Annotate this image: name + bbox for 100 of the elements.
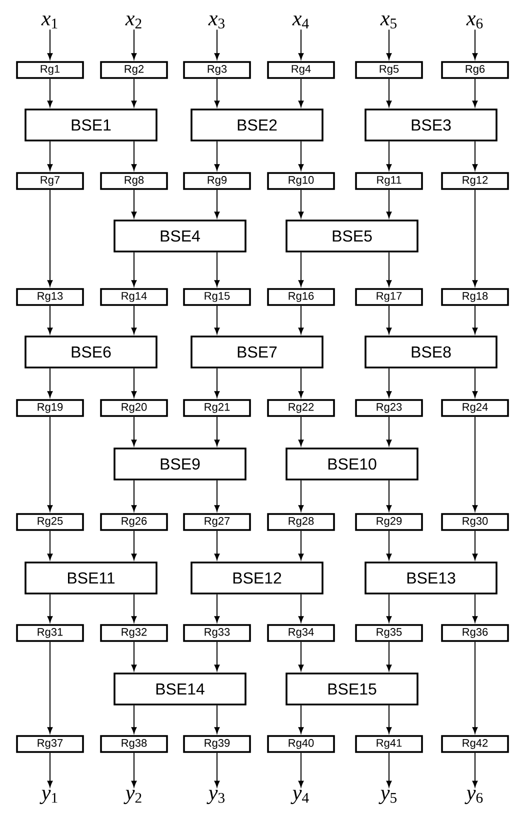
bse-block: BSE10 (286, 448, 418, 480)
arrow (298, 368, 304, 398)
arrow (472, 140, 478, 171)
register-box: Rg1 (16, 61, 84, 79)
arrow (214, 594, 220, 623)
arrow (214, 78, 220, 108)
register-box: Rg5 (355, 61, 423, 79)
arrow (131, 641, 137, 672)
register-box: Rg40 (267, 735, 335, 753)
input-label: x$_{2}$ (125, 16, 142, 28)
arrow (386, 530, 392, 560)
arrow (47, 368, 53, 398)
arrow (472, 78, 478, 108)
register-box: Rg7 (16, 172, 84, 190)
arrow (214, 29, 220, 60)
arrow (298, 704, 304, 734)
register-box: Rg24 (441, 399, 509, 417)
arrow (131, 29, 137, 60)
arrow (131, 189, 137, 218)
arrow (386, 252, 392, 287)
arrow (214, 305, 220, 334)
arrow (386, 704, 392, 734)
arrow (131, 594, 137, 623)
bse-block: BSE5 (286, 220, 418, 252)
arrow (214, 752, 220, 788)
arrow (472, 594, 478, 623)
arrow (298, 78, 304, 108)
bse-block: BSE6 (24, 336, 158, 368)
register-box: Rg30 (441, 513, 509, 531)
register-box: Rg38 (100, 735, 168, 753)
output-label: y$_{1}$ (40, 790, 58, 804)
register-box: Rg41 (355, 735, 423, 753)
register-box: Rg4 (267, 61, 335, 79)
bse-block: BSE12 (190, 562, 324, 594)
arrow (298, 140, 304, 171)
register-box: Rg9 (183, 172, 251, 190)
output-label: y$_{6}$ (464, 790, 483, 804)
arrow (386, 140, 392, 171)
register-box: Rg8 (100, 172, 168, 190)
output-label: y$_{3}$ (206, 790, 225, 804)
arrow (386, 641, 392, 672)
register-box: Rg23 (355, 399, 423, 417)
register-box: Rg20 (100, 399, 168, 417)
arrow (131, 252, 137, 287)
register-box: Rg2 (100, 61, 168, 79)
bse-block: BSE13 (364, 562, 498, 594)
register-box: Rg6 (441, 61, 509, 79)
register-box: Rg33 (183, 624, 251, 642)
bse-block: BSE2 (190, 108, 324, 142)
bse-block: BSE14 (114, 672, 246, 706)
register-box: Rg29 (355, 513, 423, 531)
arrow (386, 480, 392, 512)
arrow (214, 140, 220, 171)
arrow (47, 78, 53, 108)
arrow (472, 641, 478, 734)
input-label: x$_{6}$ (466, 16, 483, 28)
register-box: Rg34 (267, 624, 335, 642)
arrow (472, 416, 478, 512)
arrow (298, 641, 304, 672)
arrow (386, 752, 392, 788)
register-box: Rg28 (267, 513, 335, 531)
input-label: x$_{4}$ (292, 16, 309, 28)
arrow (47, 641, 53, 734)
register-box: Rg26 (100, 513, 168, 531)
register-box: Rg19 (16, 399, 84, 417)
arrow (472, 752, 478, 788)
arrow (131, 704, 137, 734)
bse-block: BSE11 (24, 562, 158, 594)
input-label: x$_{3}$ (208, 16, 225, 28)
arrow (131, 752, 137, 788)
input-label: x$_{5}$ (380, 16, 397, 28)
register-box: Rg3 (183, 61, 251, 79)
bse-block: BSE3 (364, 108, 498, 142)
register-box: Rg18 (441, 288, 509, 306)
arrow (472, 368, 478, 398)
arrow (386, 78, 392, 108)
arrow (298, 530, 304, 560)
register-box: Rg36 (441, 624, 509, 642)
output-label: y$_{4}$ (290, 790, 309, 804)
arrow (131, 78, 137, 108)
arrow (214, 252, 220, 287)
bse-block: BSE1 (24, 108, 158, 142)
arrow (47, 530, 53, 560)
arrow (386, 305, 392, 334)
arrow (298, 305, 304, 334)
arrow (131, 305, 137, 334)
register-box: Rg31 (16, 624, 84, 642)
bse-block: BSE4 (114, 220, 246, 252)
arrow (214, 189, 220, 218)
arrow (214, 641, 220, 672)
arrow (47, 594, 53, 623)
output-label: y$_{5}$ (378, 790, 397, 804)
bse-block: BSE8 (364, 336, 498, 368)
arrow (472, 530, 478, 560)
arrow (298, 594, 304, 623)
arrow (298, 480, 304, 512)
arrow (298, 252, 304, 287)
arrow (131, 140, 137, 171)
arrow (386, 416, 392, 446)
arrow (386, 29, 392, 60)
